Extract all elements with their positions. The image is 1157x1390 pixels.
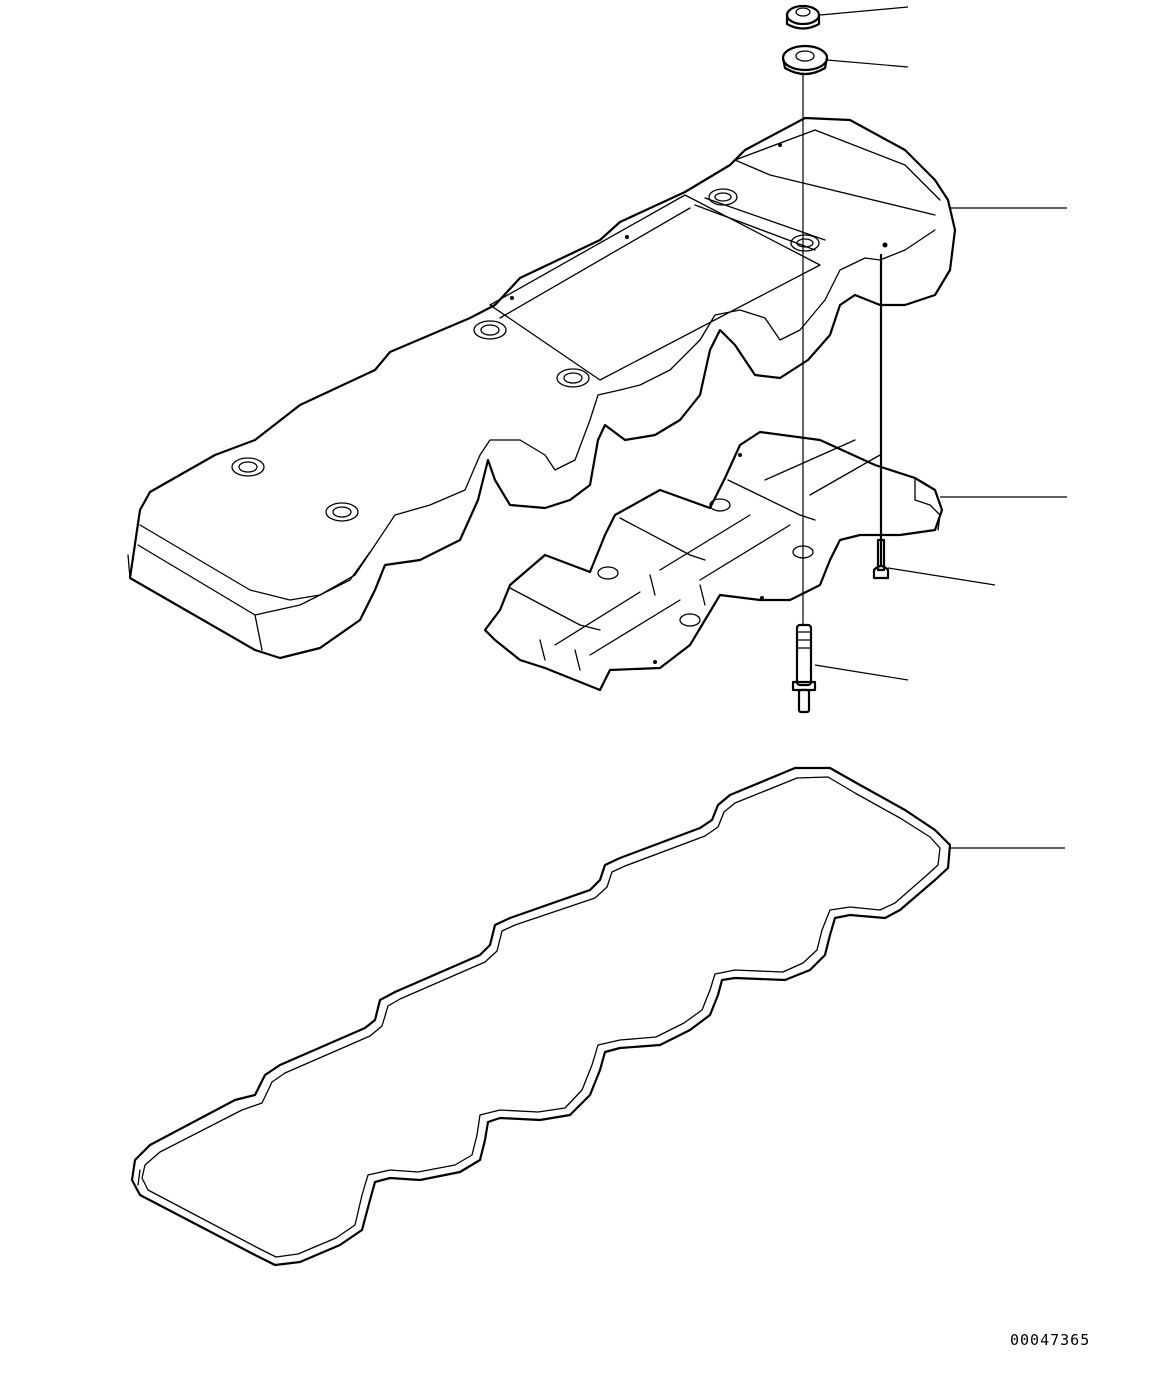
leader-lines bbox=[814, 6, 1067, 849]
valve-cover bbox=[127, 116, 957, 660]
stud-bolt bbox=[791, 623, 817, 714]
baffle-plate bbox=[483, 430, 944, 692]
small-bolt bbox=[872, 253, 890, 580]
cover-gasket bbox=[130, 766, 952, 1267]
flange-nut bbox=[785, 4, 821, 30]
grommet bbox=[781, 44, 829, 76]
drawing-number: 00047365 bbox=[1010, 1331, 1091, 1349]
